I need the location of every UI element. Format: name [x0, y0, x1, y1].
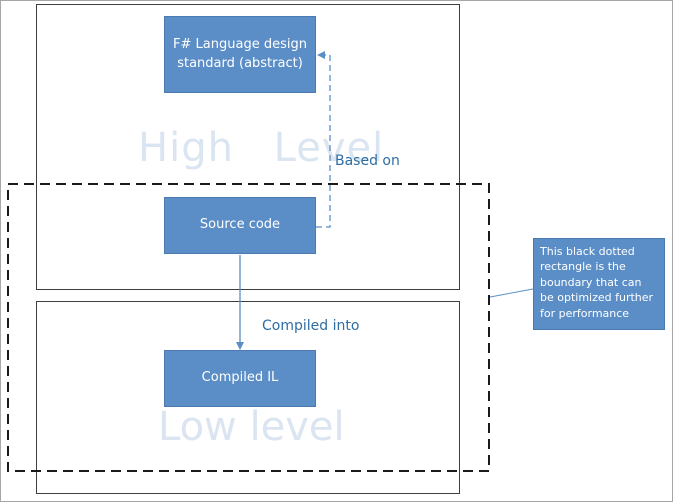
based-on-connector: [316, 51, 331, 228]
based-on-label: Based on: [335, 153, 400, 169]
source-code-box: Source code: [164, 197, 316, 254]
high-level-label: High Level: [138, 125, 385, 171]
high-level-region: [36, 4, 460, 290]
fsharp-standard-box: F# Language design standard (abstract): [164, 16, 316, 93]
low-level-region: [36, 301, 460, 494]
low-level-label: Low level: [158, 404, 345, 450]
callout-leader-line: [489, 288, 534, 298]
compiled-into-label: Compiled into: [262, 318, 360, 334]
boundary-callout-note: This black dotted rectangle is the bound…: [533, 238, 665, 330]
performance-boundary: [7, 183, 490, 472]
compiled-il-box: Compiled IL: [164, 350, 316, 407]
